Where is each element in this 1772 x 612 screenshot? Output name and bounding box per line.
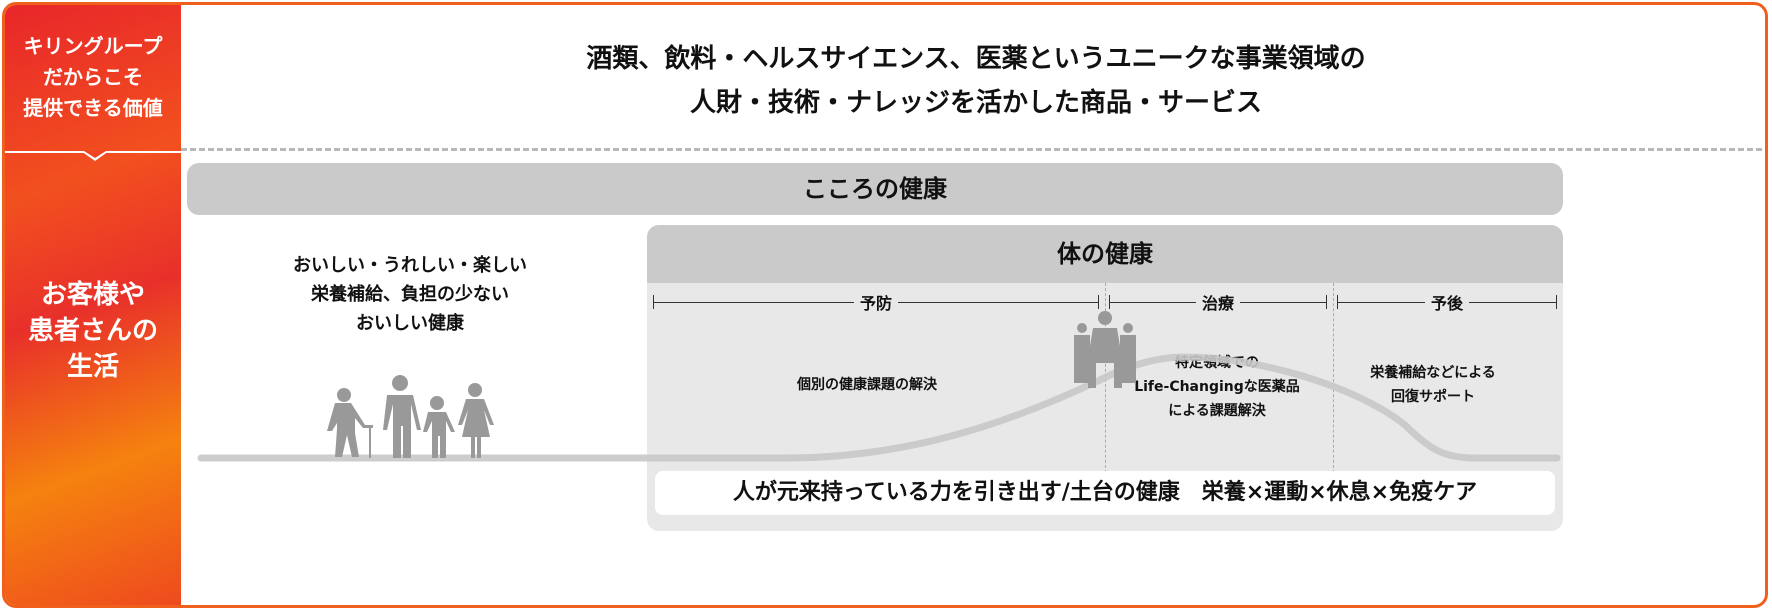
family-figures-icon bbox=[327, 375, 494, 458]
daily-health-text: おいしい・うれしい・楽しい 栄養補給、負担の少ない おいしい健康 bbox=[293, 255, 527, 334]
phase-divider bbox=[1105, 283, 1106, 473]
phase-note: 個別の健康課題の解決 bbox=[797, 377, 937, 393]
top-message: 酒類、飲料・ヘルスサイエンス、医薬というユニークな事業領域の 人財・技術・ナレッ… bbox=[586, 44, 1366, 118]
phase-note: 栄養補給などによる 回復サポート bbox=[1370, 365, 1496, 405]
phase-note: 特定領域での Life-Changingな医薬品 による課題解決 bbox=[1134, 355, 1300, 419]
phase-yobou: 予防 bbox=[653, 287, 1100, 317]
phase-chiryou: 治療 bbox=[1109, 287, 1328, 317]
phase-yogo: 予後 bbox=[1337, 287, 1558, 317]
value-label: キリングループ だからこそ 提供できる価値 bbox=[23, 34, 163, 120]
karada-title: 体の健康 bbox=[647, 225, 1563, 283]
foundation-box: 人が元来持っている力を引き出す/土台の健康 栄養×運動×休息×免疫ケア bbox=[655, 471, 1555, 515]
phase-divider bbox=[1333, 283, 1334, 473]
dashed-divider bbox=[181, 148, 1765, 151]
life-label: お客様や 患者さんの 生活 bbox=[27, 280, 158, 382]
left-column: キリングループ だからこそ 提供できる価値 お客様や 患者さんの 生活 bbox=[5, 5, 181, 605]
karada-panel: 体の健康 予防 治療 予後 個別の健康課題の解決 特定領域での Life-Cha… bbox=[647, 225, 1563, 531]
kokoro-bar: こころの健康 bbox=[187, 163, 1563, 215]
